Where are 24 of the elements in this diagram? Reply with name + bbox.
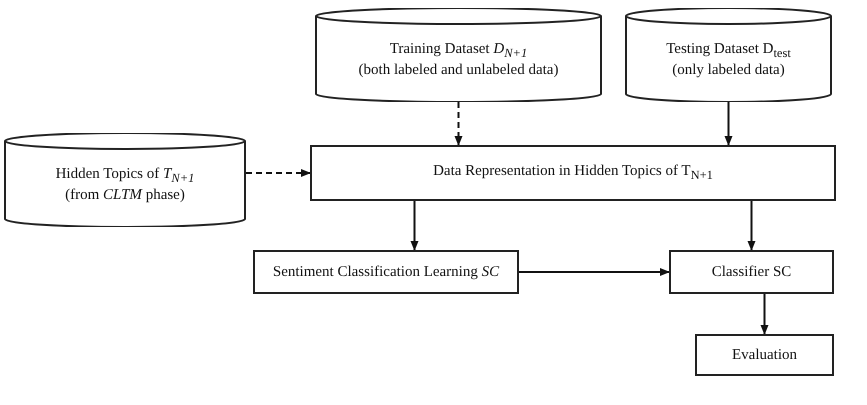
node-label: Sentiment Classification Learning SC [272,262,500,282]
node-label: (only labeled data) [672,61,785,80]
process-box [310,145,836,201]
arrow [410,201,418,251]
node-label: Testing Dataset D$_{test}$ [666,40,791,62]
node-label: Data Representation in Hidden Topics of T$_{N+1}$ [433,162,713,184]
database-cylinder [4,133,246,227]
database-cylinder [315,8,602,102]
arrow [519,268,670,276]
database-cylinder [625,8,832,102]
arrow [454,102,462,146]
node-label: Training Dataset D$_{N+1}$ [390,40,528,62]
arrow [724,102,732,146]
node-label: Hidden Topics of T$_{N+1}$ [56,164,194,186]
process-box [695,334,834,376]
process-box [669,250,834,294]
node-label: Evaluation [732,346,797,364]
node-label: (from CLTM phase) [65,186,185,206]
arrow [760,294,768,335]
arrow [246,169,311,177]
node-label: (both labeled and unlabeled data) [358,61,558,80]
process-box [253,250,519,294]
arrow [748,201,756,251]
node-label: Classifier SC [712,262,792,282]
